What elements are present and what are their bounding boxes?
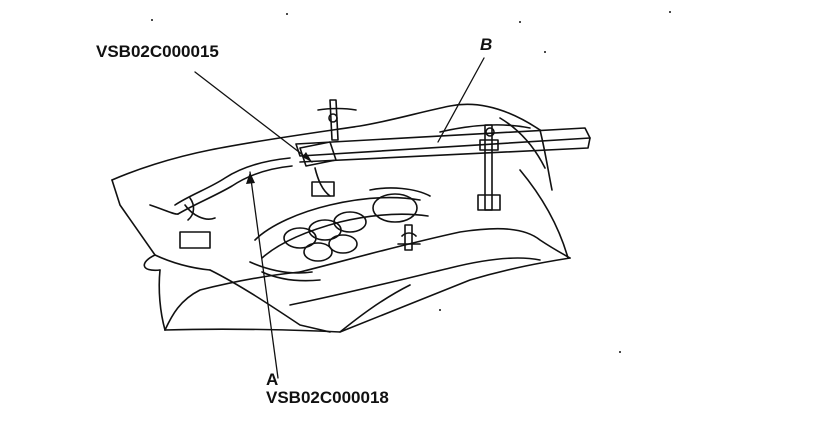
scan-specks bbox=[151, 11, 671, 353]
crossbar-b bbox=[295, 124, 591, 211]
hoses bbox=[149, 157, 293, 249]
lower-support-tool bbox=[397, 224, 421, 251]
callout-letter-a: A bbox=[266, 370, 279, 389]
leader-lines bbox=[194, 57, 485, 379]
leader-line-a bbox=[249, 171, 279, 379]
car-body-outline bbox=[111, 103, 571, 333]
leader-line-b bbox=[437, 57, 485, 143]
arrowhead-top bbox=[302, 152, 312, 162]
front-bumper bbox=[164, 227, 571, 331]
callout-letter-b: B bbox=[480, 35, 493, 54]
arrowhead-a bbox=[246, 172, 255, 184]
intake-manifold bbox=[249, 187, 431, 282]
part-number-label-a: VSB02C000018 bbox=[266, 388, 389, 407]
leader-line-top bbox=[194, 71, 313, 163]
upper-support-tool bbox=[299, 99, 357, 197]
part-number-label-top: VSB02C000015 bbox=[96, 42, 219, 61]
